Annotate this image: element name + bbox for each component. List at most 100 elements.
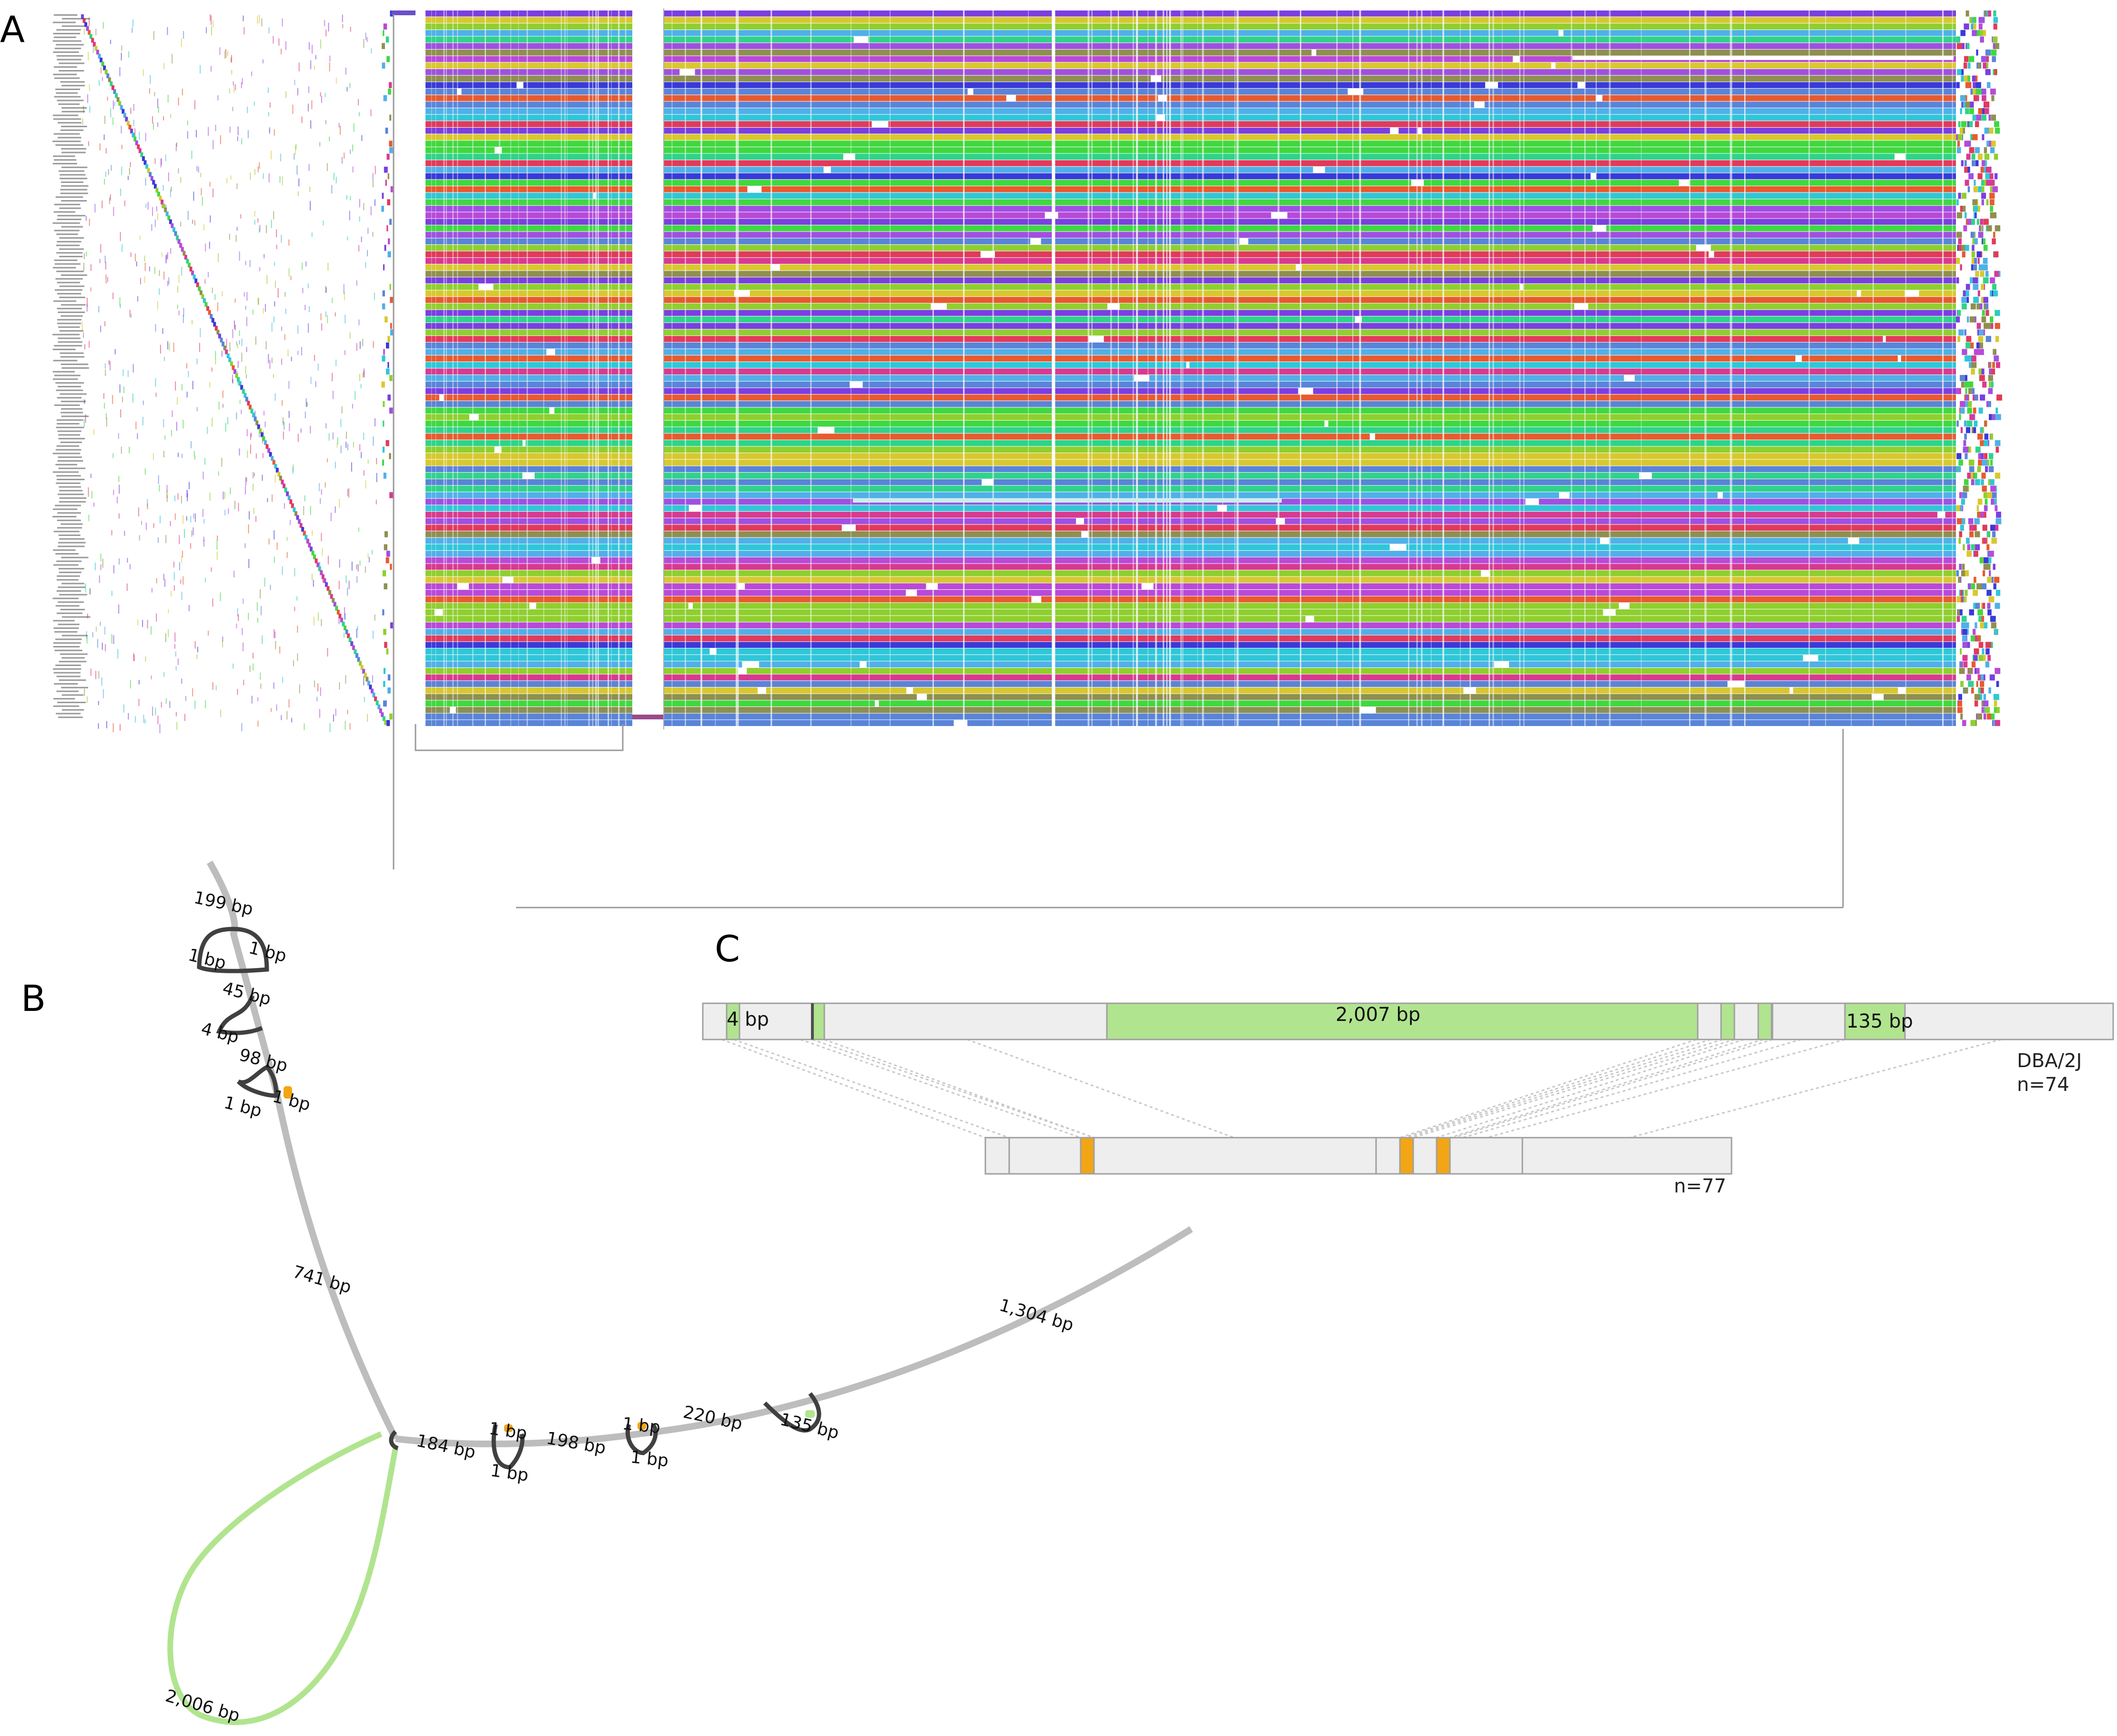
fringe-tick: [1990, 485, 1996, 492]
dotplot-dot: [101, 201, 103, 209]
dotplot-dot: [112, 395, 113, 404]
alignment-track-row-left: [425, 544, 632, 551]
fringe-tick: [1993, 23, 1997, 30]
dotplot-dot: [177, 285, 179, 293]
edge-label: 1 bp: [271, 1087, 313, 1115]
dotplot-dot: [287, 349, 289, 357]
strip-tick: [385, 342, 389, 349]
dotplot-dot: [372, 173, 374, 181]
fringe-tick: [1980, 440, 1985, 446]
dotplot-dot: [346, 431, 347, 439]
dotplot-diagonal-point: [169, 219, 172, 224]
dotplot-dot: [192, 527, 194, 535]
row-label-glyph: [59, 62, 84, 64]
fringe-tick: [1985, 271, 1989, 277]
dotplot-diagonal-point: [342, 621, 345, 626]
dotplot-dot: [118, 513, 120, 519]
dotplot-dot: [135, 421, 137, 430]
dotplot-dot: [102, 558, 103, 568]
fringe-tick: [1960, 244, 1965, 251]
dotplot-diagonal-point: [228, 357, 232, 363]
dotplot-dot: [119, 384, 121, 393]
fringe-tick: [1977, 609, 1983, 616]
dotplot-dot: [352, 144, 354, 151]
dotplot-dot: [251, 71, 253, 76]
dotplot-dot: [157, 301, 158, 310]
dotplot-dot: [171, 186, 172, 192]
fringe-tick: [1976, 583, 1982, 590]
fringe-tick: [1956, 596, 1961, 603]
fringe-tick: [1960, 264, 1962, 271]
dotplot-diagonal-point: [143, 160, 147, 165]
fringe-tick: [1975, 635, 1978, 642]
fringe-tick: [1964, 56, 1969, 62]
dotplot-dot: [166, 490, 168, 498]
alignment-track-row: [664, 180, 1956, 186]
dotplot-dot: [116, 496, 118, 504]
strip-tick: [384, 166, 388, 173]
dotplot-dot: [325, 423, 327, 429]
dotplot-dot: [131, 313, 132, 318]
dotplot-dot: [104, 321, 106, 326]
fringe-tick: [1983, 537, 1986, 544]
track-connector: [1486, 1039, 1845, 1139]
dotplot-dot: [162, 185, 164, 191]
fringe-tick: [1956, 616, 1960, 622]
dotplot-dot: [203, 519, 205, 524]
gap-block: [1603, 609, 1616, 616]
dotplot-dot: [157, 716, 159, 725]
dotplot-dot: [371, 48, 372, 54]
row-label-glyph: [53, 642, 81, 644]
fringe-tick: [1974, 603, 1980, 609]
dotplot-dot: [110, 108, 111, 118]
dotplot-diagonal-point: [381, 712, 384, 717]
fringe-tick: [1981, 316, 1986, 323]
dotplot-diagonal-point: [125, 117, 128, 122]
dotplot-dot: [202, 196, 203, 206]
fringe-tick: [1957, 141, 1960, 147]
dotplot-diagonal-point: [210, 314, 213, 319]
strip-tick: [385, 36, 389, 43]
dotplot-dot: [163, 419, 164, 428]
dotplot-dot: [277, 288, 279, 298]
dotplot-diagonal-point: [303, 531, 306, 536]
dotplot-dot: [127, 557, 128, 563]
dotplot-dot: [101, 677, 102, 686]
dotplot-dot: [356, 343, 357, 351]
dotplot-dot: [308, 306, 310, 313]
dotplot-dot: [156, 578, 157, 584]
dotplot-diagonal-point: [198, 286, 201, 292]
dotplot-dot: [211, 567, 212, 572]
dotplot-dot: [273, 211, 274, 220]
dotplot-diagonal-point: [177, 239, 181, 244]
dotplot-diagonal-point: [308, 543, 311, 548]
row-label-glyph: [52, 222, 80, 224]
dotplot-diagonal-point: [135, 140, 138, 145]
fringe-tick: [1972, 238, 1975, 244]
gap-block: [434, 609, 443, 616]
fringe-tick: [1974, 694, 1980, 700]
dotplot-dot: [157, 99, 159, 108]
dotplot-diagonal-point: [311, 550, 314, 555]
dotplot-dot: [181, 678, 182, 684]
alignment-track-row: [664, 401, 1956, 407]
dotplot-dot: [100, 244, 101, 253]
fringe-tick: [1984, 434, 1989, 440]
fringe-tick: [1963, 544, 1965, 551]
fringe-tick: [1963, 225, 1967, 232]
alignment-track-row-left: [425, 505, 632, 512]
row-label-glyph: [54, 230, 80, 232]
row-label-glyph: [55, 638, 82, 640]
fringe-tick: [1983, 258, 1988, 264]
edge-label: 184 bp: [415, 1431, 477, 1463]
fringe-tick: [1968, 388, 1972, 394]
alignment-track-row: [664, 342, 1956, 349]
fringe-tick: [1975, 160, 1979, 166]
dotplot-dot: [324, 20, 325, 26]
dotplot-dot: [365, 566, 366, 573]
dotplot-diagonal-point: [350, 641, 354, 646]
fringe-tick: [1972, 88, 1976, 95]
row-label-glyph: [59, 679, 86, 681]
dotplot-diagonal-point: [140, 152, 143, 157]
